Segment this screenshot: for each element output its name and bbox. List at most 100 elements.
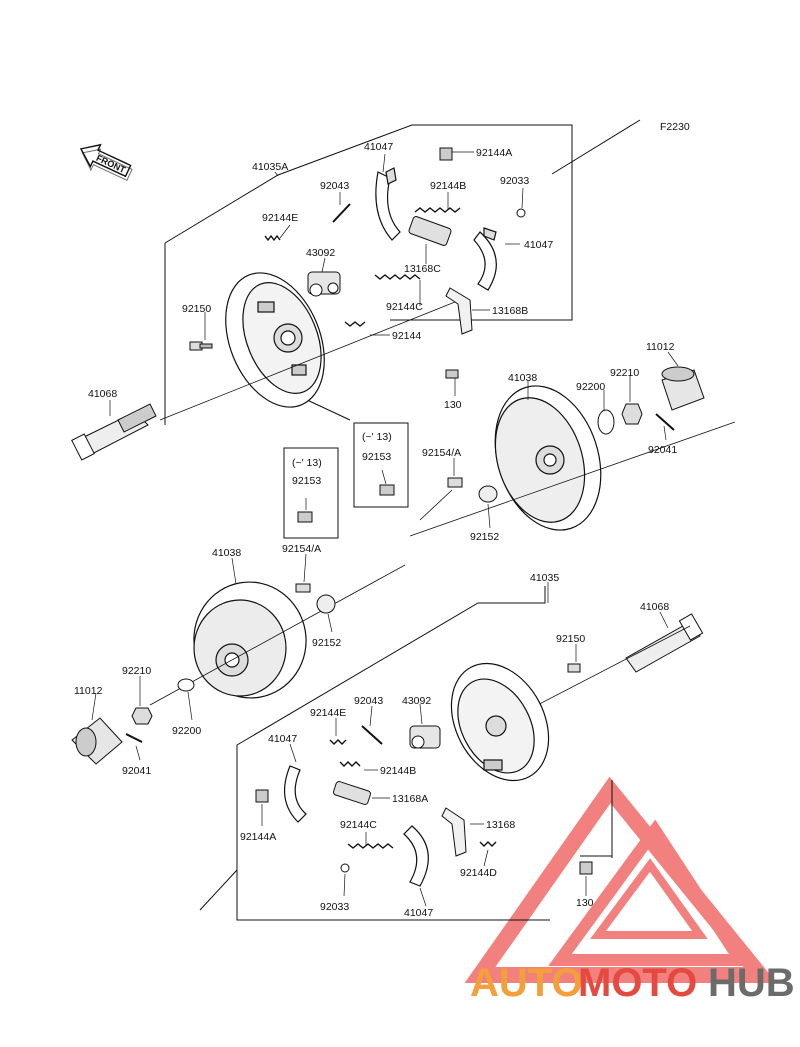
- label-92150-bottom: 92150: [556, 633, 585, 645]
- bolt-130-bottom: [579, 861, 593, 875]
- label-92144B-bottom: 92144B: [380, 765, 416, 777]
- label-92144C-top: 92144C: [386, 301, 423, 313]
- backing-plate-top: [225, 272, 325, 408]
- label-13168A: 13168A: [392, 793, 428, 805]
- brake-drum-bottom: [193, 581, 307, 699]
- label-92153-box1: 92153: [292, 475, 321, 487]
- cotter-pin-92041-bottom: [125, 733, 143, 743]
- labels-bottom: 41038 92154/A 92152 92210 11012 92200 92…: [74, 543, 669, 919]
- front-arrow-icon: FRONT: [79, 143, 133, 181]
- bolt-130-top: [445, 369, 459, 379]
- label-92033-top: 92033: [500, 175, 529, 187]
- cotter-pin-92041-middle: [655, 413, 675, 431]
- label-92144A-bottom: 92144A: [240, 831, 276, 843]
- label-92041-middle: 92041: [648, 444, 677, 456]
- labels-middle: 41038 92200 92210 11012 92041 92154/A 92…: [292, 341, 677, 543]
- bolt-92153-box1: [297, 511, 313, 523]
- watermark-part-hub: HUB: [708, 961, 795, 1005]
- label-41038-middle: 41038: [508, 372, 537, 384]
- label-11012-bottom: 11012: [74, 685, 103, 697]
- hub-cap-middle: [661, 366, 705, 411]
- label-13168C: 13168C: [404, 263, 441, 275]
- watermark-text: AUTO MOTO HUB: [470, 961, 795, 1005]
- bolt-92154A-middle: [447, 477, 463, 488]
- label-92200-middle: 92200: [576, 381, 605, 393]
- axle-bottom: [625, 613, 704, 673]
- label-41047-bottom-b: 41047: [404, 907, 433, 919]
- springs-bottom: [329, 739, 497, 849]
- label-92152-bottom: 92152: [312, 637, 341, 649]
- springs-top: [264, 207, 461, 327]
- label-92144A-top: 92144A: [476, 147, 512, 159]
- pin-92043-top: [332, 203, 351, 223]
- label-13168-bottom: 13168: [486, 819, 515, 831]
- label-92043-bottom: 92043: [354, 695, 383, 707]
- clip-92144A-bottom: [255, 789, 269, 803]
- label-41047-top-b: 41047: [524, 239, 553, 251]
- washer-92200-middle: [597, 409, 615, 435]
- nut-92210-middle: [621, 403, 643, 425]
- wheel-cylinder-top: [307, 271, 341, 297]
- label-13168B: 13168B: [492, 305, 528, 317]
- label-41047-top-a: 41047: [364, 141, 393, 153]
- brake-shoe-top-a: [375, 167, 401, 241]
- label-41068-top: 41068: [88, 388, 117, 400]
- label-130-bottom: 130: [576, 897, 594, 909]
- pin-92043-bottom: [361, 725, 383, 745]
- note-box-1: [283, 447, 339, 539]
- label-41038-bottom: 41038: [212, 547, 241, 559]
- brake-drum-middle: [494, 385, 602, 531]
- label-41047-bottom-a: 41047: [268, 733, 297, 745]
- label-43092-bottom: 43092: [402, 695, 431, 707]
- label-92144E-bottom: 92144E: [310, 707, 346, 719]
- label-92144D-bottom: 92144D: [460, 867, 497, 879]
- adjuster-13168C-top: [408, 216, 452, 246]
- label-92033-bottom: 92033: [320, 901, 349, 913]
- seal-92152-bottom: [316, 594, 336, 614]
- clip-92033-bottom: [340, 863, 350, 873]
- washer-92200-bottom: [177, 678, 195, 692]
- bolt-92150-bottom: [567, 663, 581, 673]
- figure-code: F2230: [660, 121, 690, 133]
- clip-92033-top: [516, 208, 526, 218]
- bottom-assembly-panel: [199, 586, 613, 921]
- bolt-92154A-bottom: [295, 583, 311, 593]
- label-41035-bottom: 41035: [530, 572, 559, 584]
- label-92144B-top: 92144B: [430, 180, 466, 192]
- label-92041-bottom: 92041: [122, 765, 151, 777]
- backing-plate-bottom: [450, 662, 550, 782]
- label-92153-box2: 92153: [362, 451, 391, 463]
- nut-92210-bottom: [131, 707, 153, 725]
- note-box-2: [353, 422, 409, 508]
- label-92150-top: 92150: [182, 303, 211, 315]
- brake-shoe-top-b: [473, 227, 497, 291]
- watermark-part-moto: MOTO: [578, 961, 697, 1005]
- brake-shoe-bottom-a: [284, 765, 307, 823]
- watermark-triangle-logo: [464, 776, 777, 983]
- wheel-cylinder-bottom: [409, 725, 441, 749]
- label-92144E-top: 92144E: [262, 212, 298, 224]
- label-92154A-middle: 92154/A: [422, 447, 461, 459]
- label-41068-bottom: 41068: [640, 601, 669, 613]
- label-92210-bottom: 92210: [122, 665, 151, 677]
- axle-top: [71, 403, 157, 461]
- label-43092-top: 43092: [306, 247, 335, 259]
- watermark-part-auto: AUTO: [470, 961, 583, 1005]
- leader-lines: [91, 151, 679, 907]
- bolt-92153-box2: [379, 484, 395, 496]
- hub-cap-bottom: [71, 717, 123, 765]
- label-92210-middle: 92210: [610, 367, 639, 379]
- label-92154A-bottom: 92154/A: [282, 543, 321, 555]
- label-92043-top: 92043: [320, 180, 349, 192]
- labels-top: 41035A 41047 92144A 92043 92144B 92033 9…: [88, 141, 553, 411]
- brake-shoe-bottom-b: [403, 825, 429, 887]
- lever-13168-bottom: [441, 807, 467, 857]
- note-box1-text: (~' 13): [292, 457, 322, 469]
- label-92200-bottom: 92200: [172, 725, 201, 737]
- label-92144C-bottom: 92144C: [340, 819, 377, 831]
- clip-92144A-top: [439, 147, 453, 161]
- adjuster-13168A-bottom: [332, 781, 372, 805]
- seal-92152-middle: [478, 485, 498, 503]
- label-92152-middle: 92152: [470, 531, 499, 543]
